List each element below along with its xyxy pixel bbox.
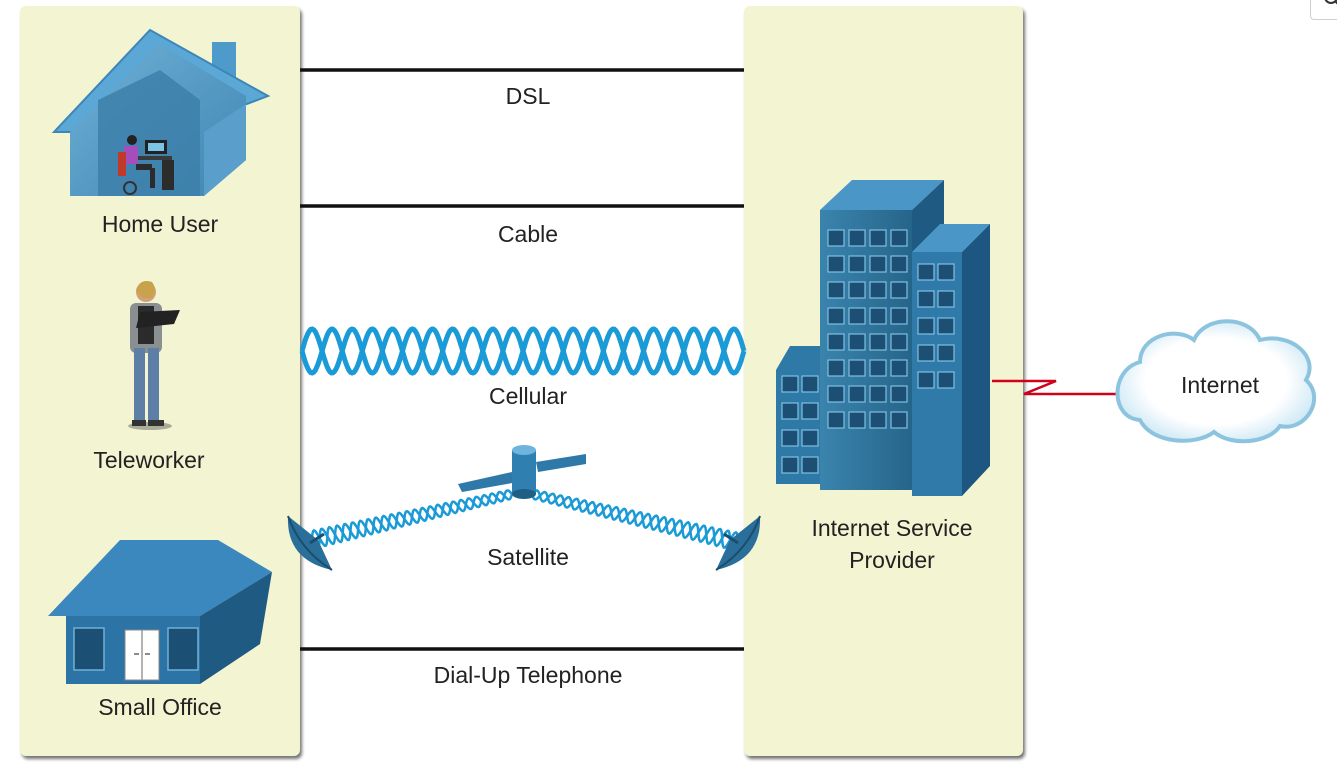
home-user-label: Home User <box>101 211 219 237</box>
isp-label-line2: Provider <box>849 547 935 573</box>
satellite-icon <box>458 445 586 499</box>
search-button[interactable] <box>1310 0 1337 20</box>
isp-label-line1: Internet Service <box>811 515 973 541</box>
dish-right-icon <box>715 515 761 571</box>
internet-label: Internet <box>1181 372 1259 398</box>
small-office-icon <box>48 540 272 684</box>
home-user-icon <box>51 28 271 196</box>
serial-link <box>992 379 1118 396</box>
cellular-wave <box>299 326 747 376</box>
dialup-label: Dial-Up Telephone <box>433 662 623 688</box>
internet-cloud-icon <box>1115 319 1317 444</box>
dsl-label: DSL <box>505 83 551 109</box>
search-icon <box>1324 0 1337 5</box>
teleworker-label: Teleworker <box>93 447 205 473</box>
cellular-label: Cellular <box>489 383 567 409</box>
isp-building-icon <box>776 180 990 496</box>
dish-left-icon <box>287 515 333 571</box>
teleworker-icon <box>128 281 180 430</box>
cable-label: Cable <box>497 221 559 247</box>
satellite-label: Satellite <box>487 544 569 570</box>
satellite-wave <box>310 489 740 552</box>
small-office-label: Small Office <box>98 694 222 720</box>
